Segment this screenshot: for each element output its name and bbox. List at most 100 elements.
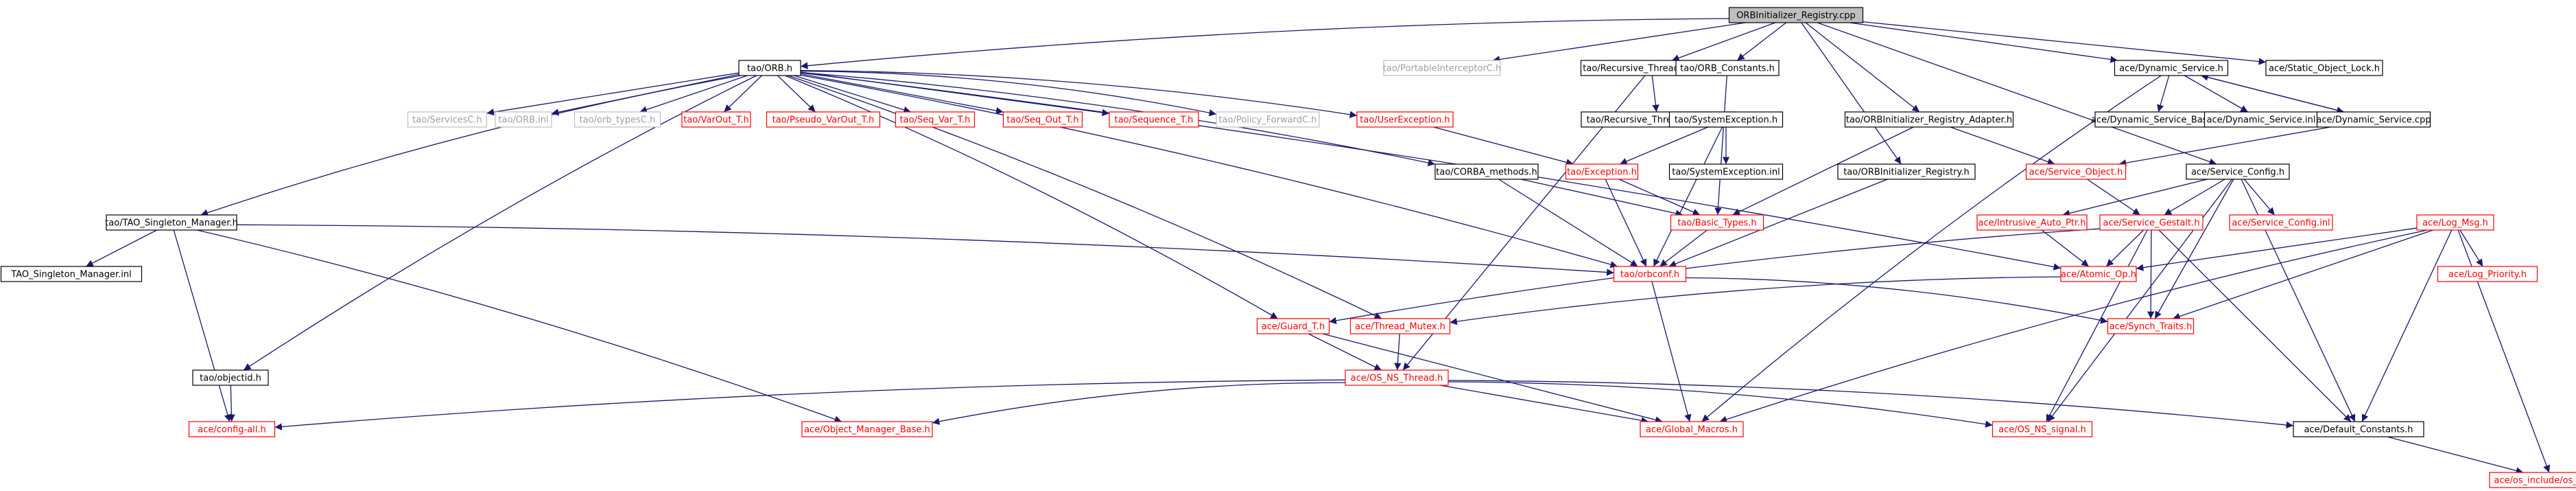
node-dynsvc_base[interactable]: ace/Dynamic_Service_Base.h: [2091, 111, 2221, 128]
node-basictypes[interactable]: tao/Basic_Types.h: [1670, 214, 1764, 231]
node-label: tao/Pseudo_VarOut_T.h: [772, 115, 875, 126]
node-label: ace/Thread_Mutex.h: [1355, 322, 1445, 332]
node-configall[interactable]: ace/config-all.h: [188, 421, 276, 437]
node-label: ace/Dynamic_Service.h: [2119, 64, 2223, 74]
node-box: [2099, 214, 2203, 231]
dependency-edges: [86, 18, 2551, 475]
edge-dynsvc_cpp-to-dynsvc: [2201, 73, 2344, 113]
node-svcobj[interactable]: ace/Service_Object.h: [2025, 163, 2127, 180]
edge-orb_h-to-orbtypes: [639, 75, 748, 113]
edge-root-to-orb_h: [800, 18, 1729, 69]
node-defconst[interactable]: ace/Default_Constants.h: [2293, 421, 2424, 437]
edge-svccfg-to-defconst: [2241, 179, 2356, 422]
node-synch[interactable]: ace/Synch_Traits.h: [2107, 318, 2195, 334]
edge-orb_h-to-servicesc: [486, 72, 740, 116]
node-box: [895, 111, 976, 128]
node-box: [2114, 60, 2229, 76]
node-label: ace/Dynamic_Service_Base.h: [2091, 115, 2221, 126]
node-exception[interactable]: tao/Exception.h: [1565, 163, 1639, 180]
node-orbconst[interactable]: tao/ORB_Constants.h: [1675, 60, 1780, 76]
node-oslimits[interactable]: ace/os_include/os_limits.h: [2489, 472, 2576, 488]
node-osnssignal[interactable]: ace/OS_NS_signal.h: [1992, 421, 2093, 437]
node-svcgestalt[interactable]: ace/Service_Gestalt.h: [2099, 214, 2203, 231]
node-logprio[interactable]: ace/Log_Priority.h: [2437, 266, 2538, 282]
node-atomic[interactable]: ace/Atomic_Op.h: [2060, 266, 2137, 282]
node-box: [1976, 214, 2088, 231]
node-dynsvc_cpp[interactable]: ace/Dynamic_Service.cpp: [2316, 111, 2431, 128]
node-box: [1434, 163, 1539, 180]
node-box: [766, 111, 881, 128]
node-sysexc[interactable]: tao/SystemException.h: [1668, 111, 1784, 128]
node-box: [407, 111, 488, 128]
node-label: tao/PortableInterceptorC.h: [1383, 64, 1501, 74]
node-userexc[interactable]: tao/UserException.h: [1356, 111, 1454, 128]
edge-root-to-rtm: [1671, 22, 1776, 62]
node-orbreg_h[interactable]: tao/ORBInitializer_Registry.h: [1837, 163, 1976, 180]
edge-orb_h-to-atomic: [800, 72, 2061, 271]
node-box: [1668, 111, 1784, 128]
node-svccfg[interactable]: ace/Service_Config.h: [2186, 163, 2290, 180]
edge-dynsvc-to-dynsvc_inl: [2184, 75, 2249, 113]
edge-userexc-to-exception: [1433, 126, 1574, 166]
node-root[interactable]: ORBInitializer_Registry.cpp: [1728, 7, 1864, 23]
node-label: TAO_Singleton_Manager.inl: [10, 270, 131, 280]
node-box: [2293, 421, 2424, 437]
node-objectid[interactable]: tao/objectid.h: [192, 369, 269, 386]
node-label: tao/ORB.inl: [498, 115, 548, 126]
node-intrusive[interactable]: ace/Intrusive_Auto_Ptr.h: [1976, 214, 2088, 231]
node-corba_m[interactable]: tao/CORBA_methods.h: [1434, 163, 1539, 180]
node-objmgr[interactable]: ace/Object_Manager_Base.h: [801, 421, 933, 437]
node-globalmacros[interactable]: ace/Global_Macros.h: [1640, 421, 1744, 437]
node-osns[interactable]: ace/OS_NS_Thread.h: [1345, 369, 1449, 386]
edge-osns-to-globalmacros: [1439, 385, 1649, 424]
node-label: tao/orbconf.h: [1620, 270, 1679, 280]
node-orbconf[interactable]: tao/orbconf.h: [1613, 266, 1687, 282]
node-box: [0, 266, 143, 282]
node-box: [1844, 111, 2014, 128]
node-tao_sm_inl[interactable]: TAO_Singleton_Manager.inl: [0, 266, 143, 282]
edge-logmsg-to-atomic: [2136, 227, 2418, 271]
node-dynsvc_inl[interactable]: ace/Dynamic_Service.inl: [2203, 111, 2319, 128]
edge-orb_h-to-pseudovar: [777, 75, 816, 113]
node-sol[interactable]: ace/Static_Object_Lock.h: [2265, 60, 2383, 76]
edge-sysexc-to-orbconf: [1653, 126, 1723, 267]
node-label: tao/ORB.h: [747, 64, 792, 74]
node-guard[interactable]: ace/Guard_T.h: [1256, 318, 1330, 334]
node-label: tao/orb_typesC.h: [580, 115, 656, 126]
node-orb_h[interactable]: tao/ORB.h: [738, 60, 801, 76]
node-servicesc: tao/ServicesC.h: [407, 111, 488, 128]
edge-osns-to-configall: [274, 379, 1346, 431]
node-pseudovar[interactable]: tao/Pseudo_VarOut_T.h: [766, 111, 881, 128]
edge-orb_h-to-varout: [723, 75, 763, 113]
node-svccfg_inl[interactable]: ace/Service_Config.inl: [2229, 214, 2333, 231]
node-dynsvc[interactable]: ace/Dynamic_Service.h: [2114, 60, 2229, 76]
edge-dynsvc_cpp-to-svcobj: [2118, 126, 2331, 167]
node-seqt[interactable]: tao/Sequence_T.h: [1109, 111, 1199, 128]
node-logmsg[interactable]: ace/Log_Msg.h: [2416, 214, 2494, 231]
dependency-nodes: ORBInitializer_Registry.cpp tao/ORB.h tao/…: [0, 7, 2576, 488]
node-seqout[interactable]: tao/Seq_Out_T.h: [1002, 111, 1083, 128]
node-varout[interactable]: tao/VarOut_T.h: [681, 111, 751, 128]
node-box: [2186, 163, 2290, 180]
node-threadmutex[interactable]: ace/Thread_Mutex.h: [1349, 318, 1451, 334]
edge-svcgestalt-to-guard: [1329, 228, 2101, 325]
edge-svccfg-to-osnssignal: [2047, 179, 2233, 422]
node-label: tao/ORB_Constants.h: [1680, 64, 1775, 74]
node-box: [1349, 318, 1451, 334]
node-box: [2229, 214, 2333, 231]
node-seqvar[interactable]: tao/Seq_Var_T.h: [895, 111, 976, 128]
node-orbtypes: tao/orb_typesC.h: [574, 111, 661, 128]
edge-tao_sm-to-orbconf: [236, 224, 1614, 276]
node-label: tao/Sequence_T.h: [1115, 115, 1194, 126]
node-label: tao/ORBInitializer_Registry_Adapter.h: [1846, 115, 2012, 126]
node-label: ace/Log_Msg.h: [2422, 218, 2488, 229]
edge-orbconst-to-basictypes: [1714, 75, 1727, 216]
edge-orbreg_h-to-orbconf: [1668, 179, 1888, 267]
node-label: ace/Atomic_Op.h: [2061, 270, 2136, 280]
node-orbreg_adapt[interactable]: tao/ORBInitializer_Registry_Adapter.h: [1844, 111, 2014, 128]
node-tao_sm[interactable]: tao/TAO_Singleton_Manager.h: [105, 214, 238, 231]
edge-threadmutex-to-osns: [1394, 333, 1402, 371]
node-box: [1345, 369, 1449, 386]
node-label: tao/VarOut_T.h: [683, 115, 748, 126]
node-sysexc_inl[interactable]: tao/SystemException.inl: [1668, 163, 1784, 180]
